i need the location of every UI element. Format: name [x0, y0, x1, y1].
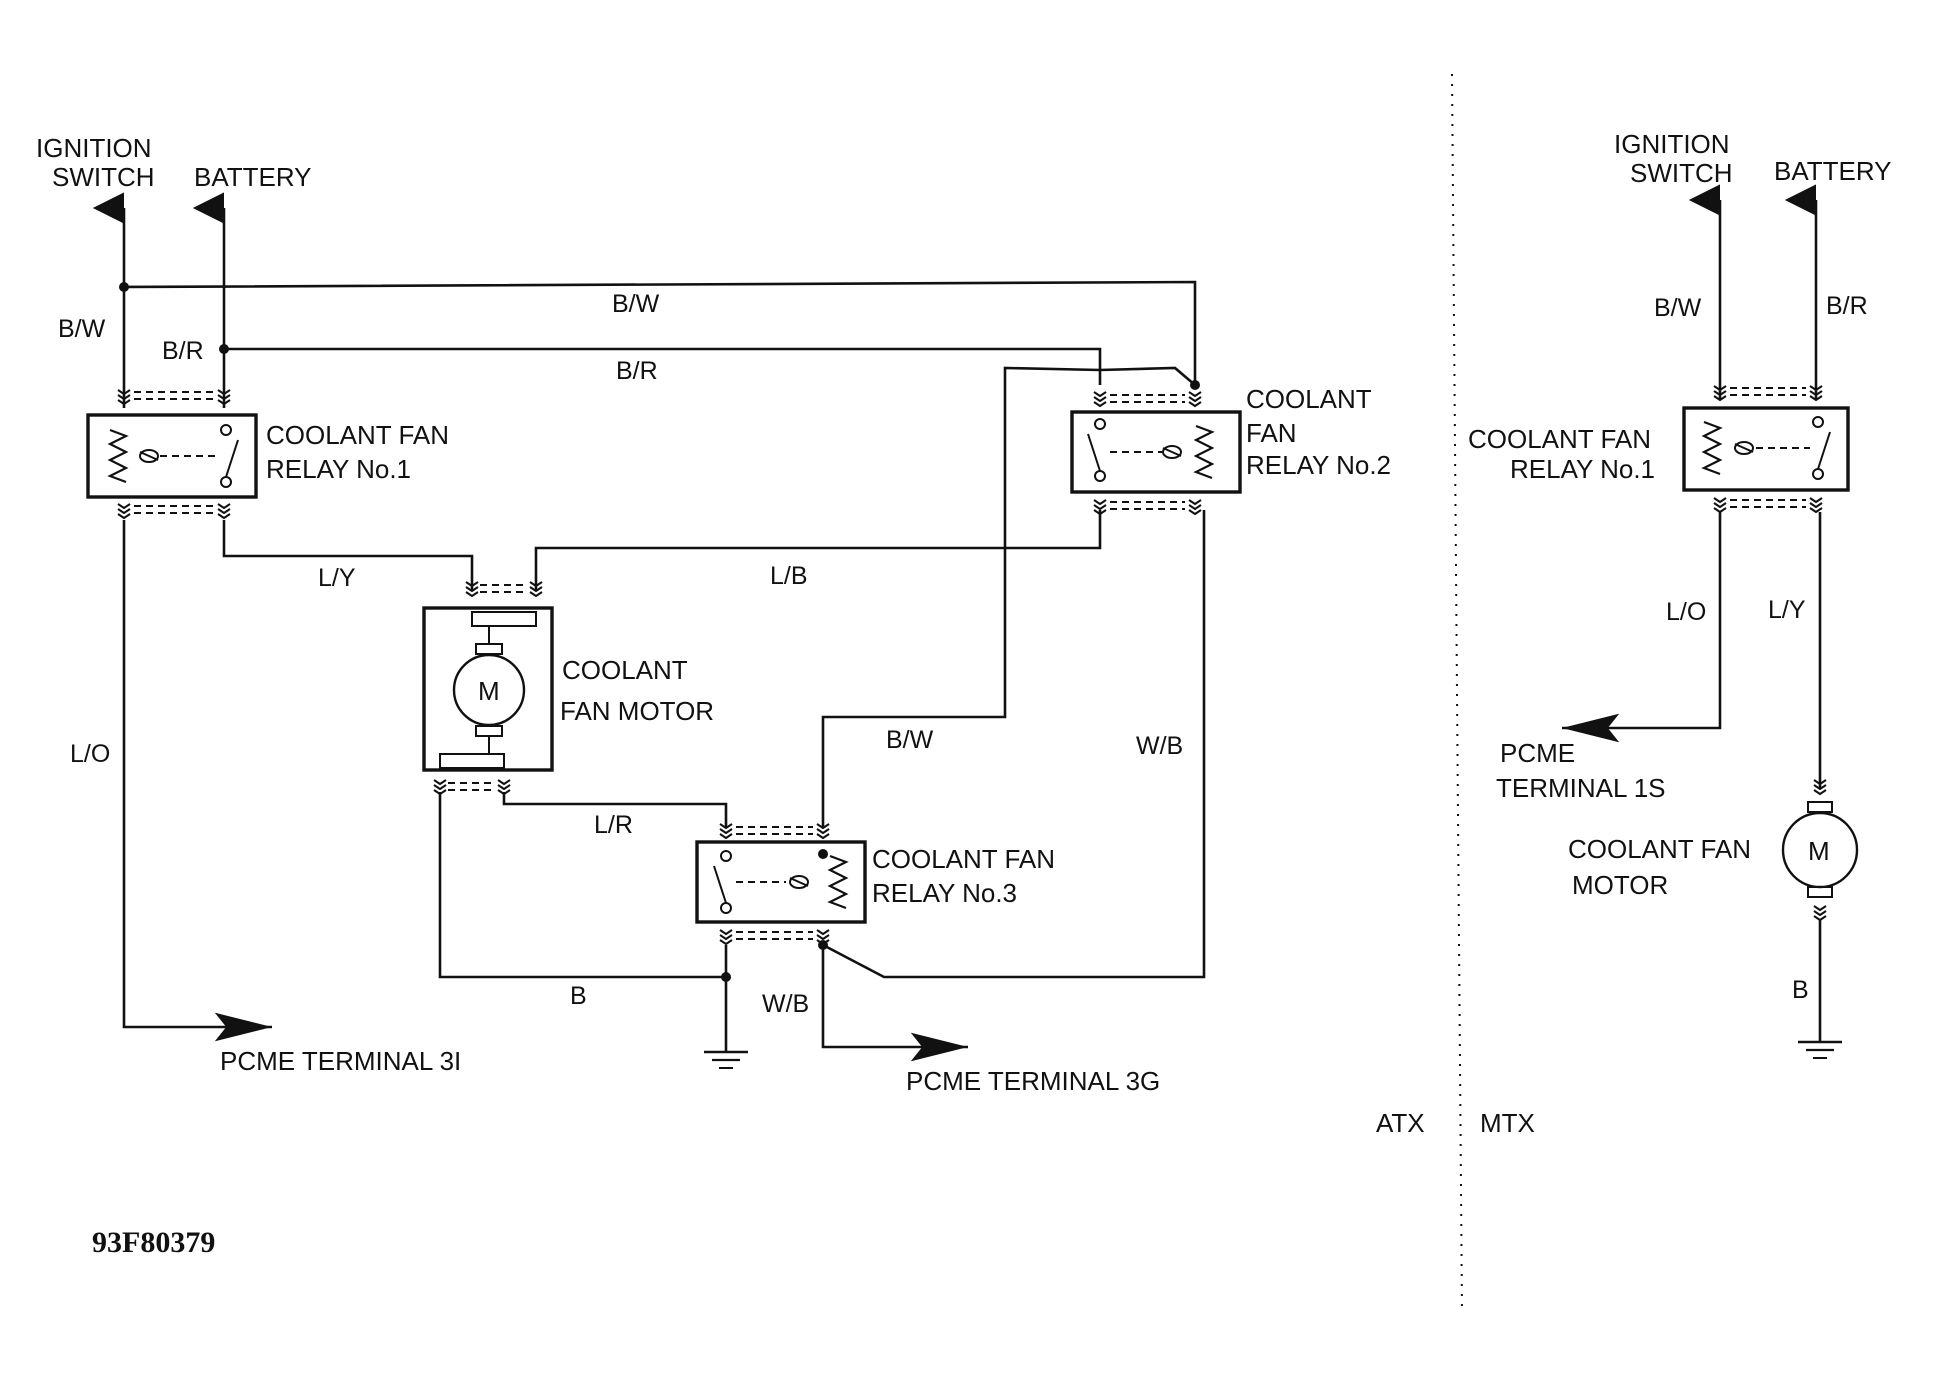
atx-wire-wb-right: W/B — [1136, 732, 1183, 760]
atx-wire-br-mid: B/R — [616, 357, 658, 385]
mtx-section: IGNITION SWITCH BATTERY B/W B/R COOLANT … — [1468, 129, 1892, 1138]
mtx-wire-b: B — [1792, 976, 1809, 1004]
atx-relay-2-label-1: COOLANT — [1246, 384, 1372, 414]
atx-b-wire — [438, 792, 726, 979]
atx-lr-wire — [502, 792, 728, 828]
atx-wb-right-wire — [822, 510, 1206, 979]
atx-pcme-terminal-3i: PCME TERMINAL 3I — [220, 1046, 461, 1076]
atx-wire-br-bat: B/R — [162, 337, 204, 365]
atx-wire-b: B — [570, 982, 587, 1010]
mtx-lo-wire — [1562, 512, 1722, 743]
atx-ly-wire — [222, 520, 474, 590]
atx-junction-dot — [119, 282, 129, 292]
mtx-ignition-label-2: SWITCH — [1630, 158, 1733, 188]
atx-lo-wire — [122, 520, 272, 1042]
atx-junction-dot — [219, 344, 229, 354]
atx-wire-lb: L/B — [770, 562, 808, 590]
mtx-motor-label-2: MOTOR — [1572, 870, 1668, 900]
mtx-ignition-label-1: IGNITION — [1614, 129, 1730, 159]
mtx-wire-lo: L/O — [1666, 598, 1706, 626]
mtx-ground-symbol — [1796, 1040, 1844, 1060]
mtx-motor-label-1: COOLANT FAN — [1568, 834, 1751, 864]
mtx-battery-label: BATTERY — [1774, 156, 1892, 186]
atx-relay-3-label-2: RELAY No.3 — [872, 878, 1017, 908]
atx-relay-2 — [1070, 366, 1242, 515]
mtx-pcme-label-1: PCME — [1500, 738, 1575, 768]
atx-relay-3-label-1: COOLANT FAN — [872, 844, 1055, 874]
atx-wire-lo: L/O — [70, 740, 110, 768]
mtx-relay-1 — [1682, 385, 1850, 513]
atx-relay-3 — [695, 823, 867, 945]
atx-junction-dot — [721, 972, 731, 982]
atx-relay-1 — [86, 389, 258, 519]
atx-bw-top-wire — [123, 280, 1197, 385]
mtx-pcme-label-2: TERMINAL 1S — [1496, 773, 1666, 803]
atx-ground-symbol — [702, 1050, 750, 1070]
mtx-motor-symbol: M — [1808, 836, 1830, 866]
atx-bw-mid-wire — [821, 366, 1101, 828]
atx-ignition-label-2: SWITCH — [52, 162, 155, 192]
atx-ignition-label-1: IGNITION — [36, 133, 152, 163]
atx-relay-1-label-1: COOLANT FAN — [266, 420, 449, 450]
mtx-fan-motor: M — [1781, 779, 1859, 921]
atx-section-label: ATX — [1376, 1108, 1425, 1138]
atx-wire-lr: L/R — [594, 811, 633, 839]
atx-motor-label-2: FAN MOTOR — [560, 696, 714, 726]
atx-wire-bw-top: B/W — [612, 290, 660, 318]
mtx-wire-bw: B/W — [1654, 294, 1702, 322]
atx-pcme-terminal-3g: PCME TERMINAL 3G — [906, 1066, 1160, 1096]
mtx-wire-br: B/R — [1826, 292, 1868, 320]
atx-wire-ly: L/Y — [318, 564, 356, 592]
atx-motor-symbol: M — [478, 676, 500, 706]
atx-relay-2-label-2: FAN — [1246, 418, 1297, 448]
atx-wire-bw-ign: B/W — [58, 315, 106, 343]
atx-wb-low-wire — [821, 945, 968, 1062]
atx-junction-dot — [818, 940, 828, 950]
mtx-relay-1-label-2: RELAY No.1 — [1510, 454, 1655, 484]
figure-code: 93F80379 — [92, 1226, 215, 1259]
atx-relay-1-label-2: RELAY No.1 — [266, 454, 411, 484]
atx-motor-label-1: COOLANT — [562, 655, 688, 685]
section-divider — [1451, 73, 1463, 1313]
atx-br-mid-wire — [224, 347, 1102, 385]
mtx-section-label: MTX — [1480, 1108, 1535, 1138]
atx-section: IGNITION SWITCH BATTERY B/W B/R B/W B/R — [36, 133, 1425, 1138]
atx-relay-2-label-3: RELAY No.2 — [1246, 450, 1391, 480]
atx-wire-bw-mid: B/W — [886, 726, 934, 754]
mtx-relay-1-label-1: COOLANT FAN — [1468, 424, 1651, 454]
atx-wire-wb-low: W/B — [762, 990, 809, 1018]
atx-lb-wire — [534, 510, 1102, 590]
mtx-wire-ly: L/Y — [1768, 596, 1806, 624]
atx-battery-label: BATTERY — [194, 162, 312, 192]
atx-fan-motor: M — [422, 581, 554, 795]
